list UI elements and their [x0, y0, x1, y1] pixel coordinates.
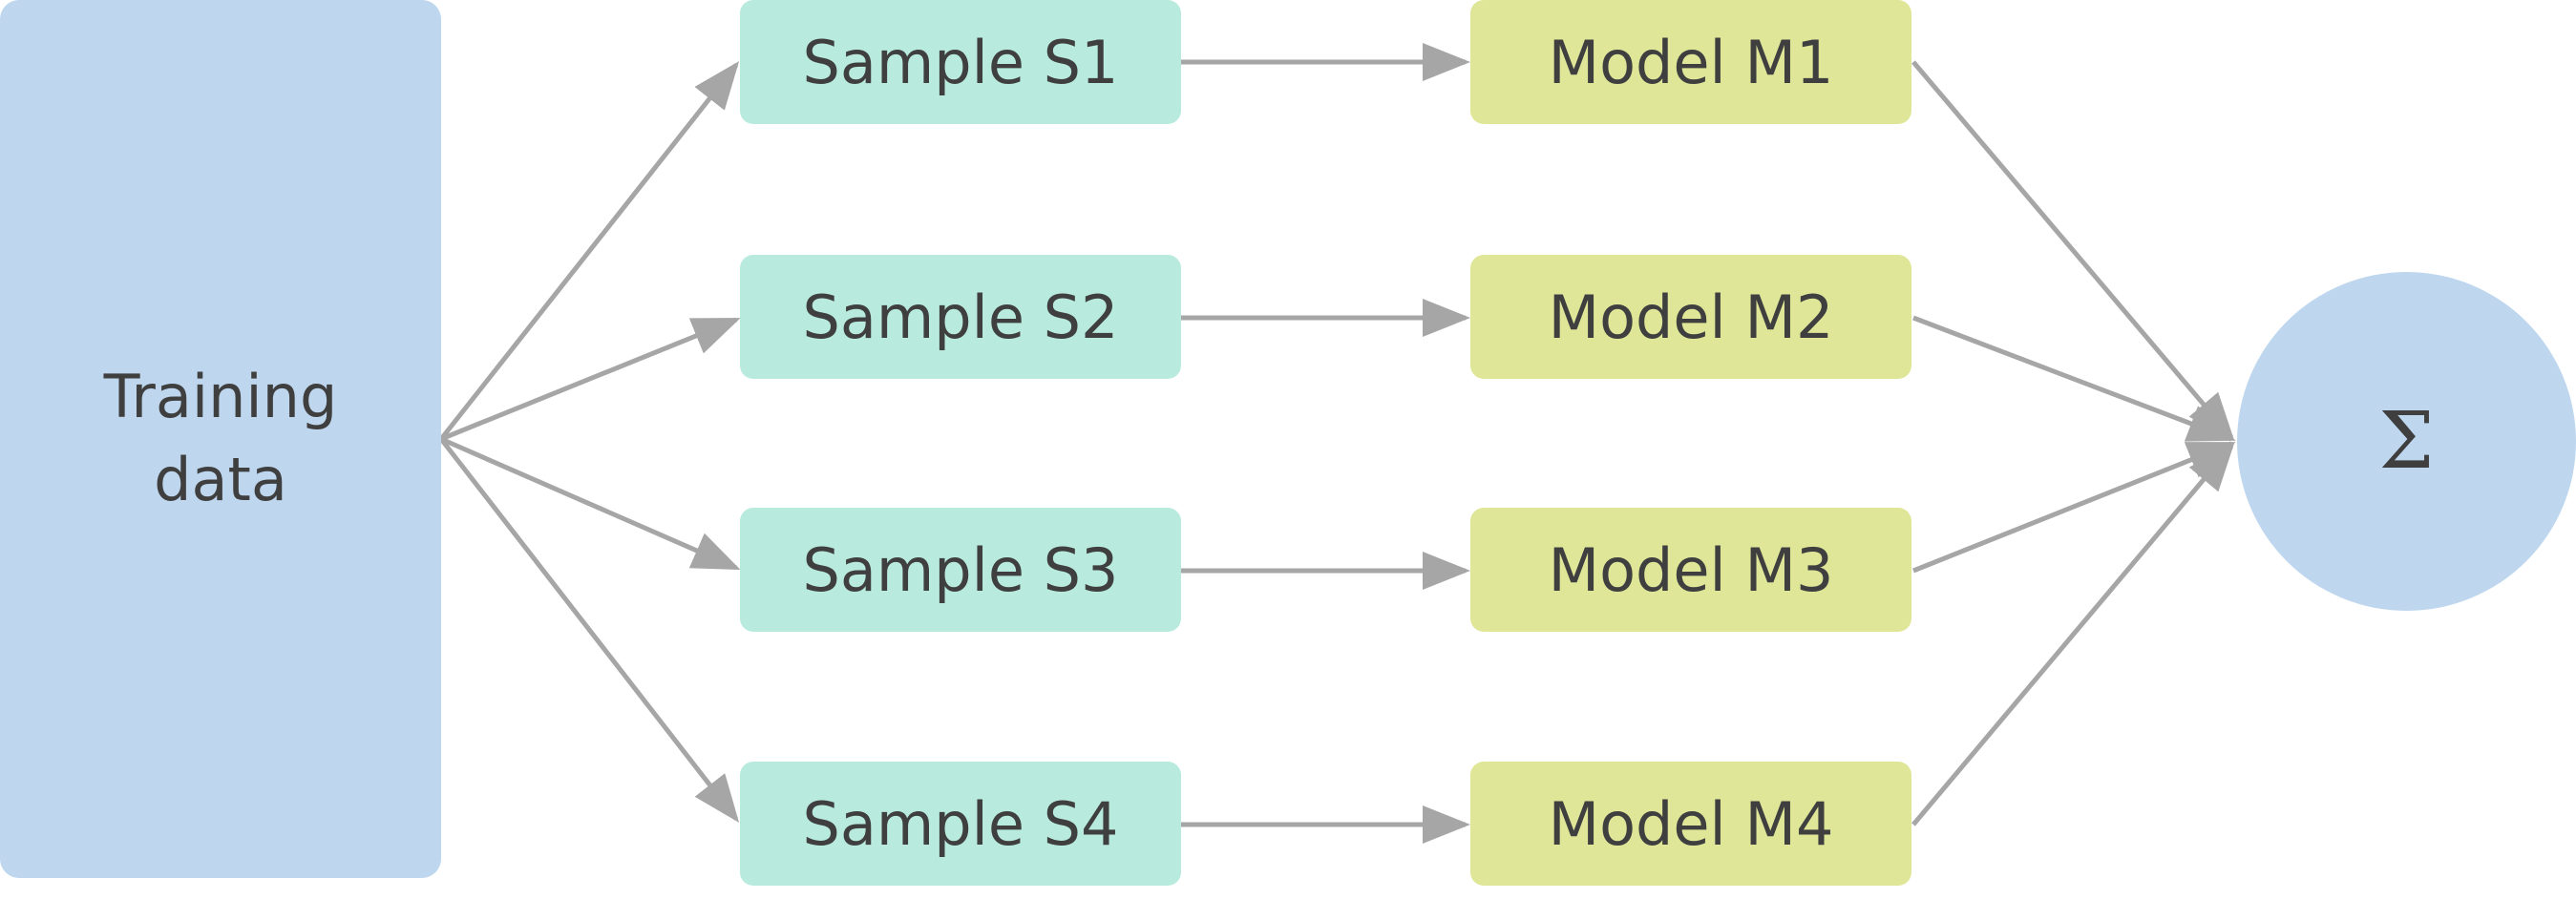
arrow-training-to-sample-s3	[439, 436, 741, 571]
arrow-model-m4-to-sigma	[1911, 443, 2235, 826]
sample-s2-label: Sample S2	[802, 282, 1119, 352]
arrow-training-to-sample-s4	[439, 437, 740, 823]
model-m1-node: Model M1	[1470, 0, 1911, 124]
sample-s1-label: Sample S1	[802, 27, 1119, 97]
model-m2-label: Model M2	[1548, 282, 1834, 352]
training-data-label-line2: data	[154, 445, 287, 514]
model-m3-label: Model M3	[1548, 534, 1834, 605]
sample-s4-label: Sample S4	[802, 788, 1119, 859]
aggregate-sum-node: Σ	[2237, 272, 2576, 611]
model-m3-node: Model M3	[1470, 508, 1911, 632]
model-m1-label: Model M1	[1548, 27, 1834, 97]
arrow-model-m1-to-sigma	[1911, 60, 2235, 441]
arrow-training-to-sample-s1	[439, 61, 740, 441]
sample-s1-node: Sample S1	[740, 0, 1181, 124]
arrow-model-m3-to-sigma	[1912, 441, 2236, 574]
model-m2-node: Model M2	[1470, 255, 1911, 379]
training-data-label-line1: Training	[103, 362, 338, 432]
sample-s2-node: Sample S2	[740, 255, 1181, 379]
training-data-node: Training data	[0, 0, 441, 878]
arrow-training-to-sample-s2	[440, 317, 741, 442]
model-m4-node: Model M4	[1470, 762, 1911, 886]
sample-s4-node: Sample S4	[740, 762, 1181, 886]
sample-s3-node: Sample S3	[740, 508, 1181, 632]
model-m4-label: Model M4	[1548, 788, 1834, 859]
sigma-symbol: Σ	[2378, 396, 2435, 487]
arrow-model-m2-to-sigma	[1912, 315, 2236, 442]
sample-s3-label: Sample S3	[802, 534, 1119, 605]
